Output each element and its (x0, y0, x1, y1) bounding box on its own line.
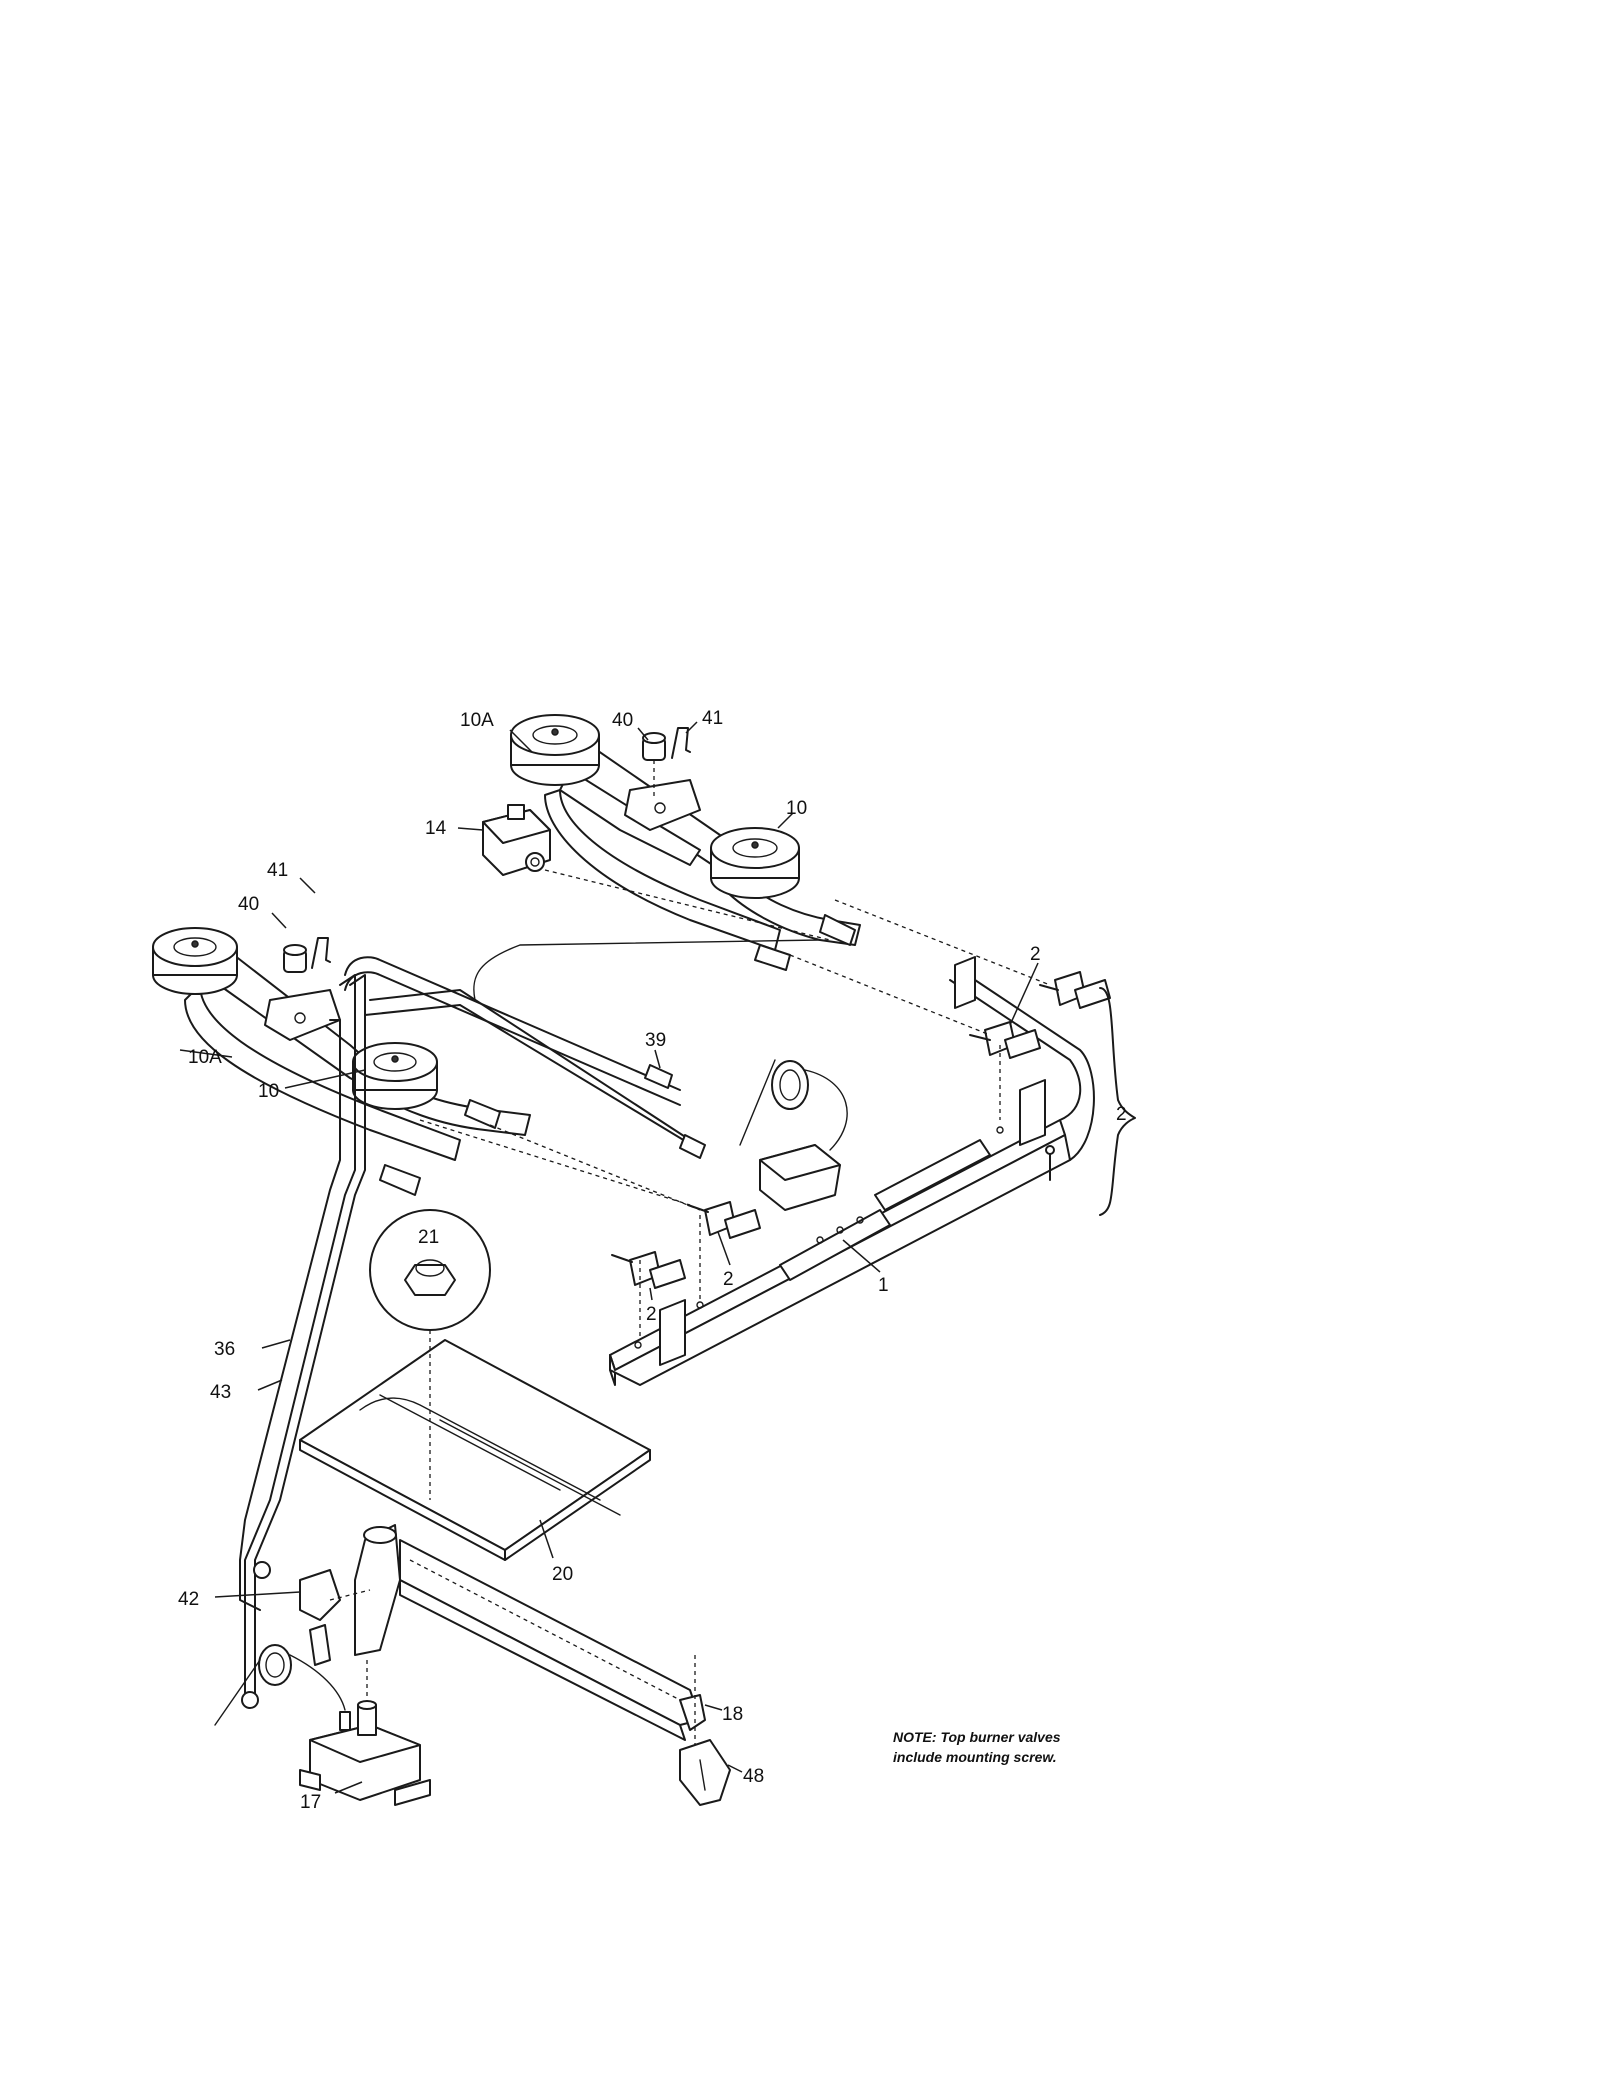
gas-tubing (239, 939, 821, 1701)
callout-21: 21 (418, 1227, 439, 1248)
callout-10A-top: 10A (460, 710, 494, 731)
callout-2-b: 2 (723, 1269, 734, 1290)
oven-thermostat-assembly (739, 1059, 848, 1211)
bracket-48 (679, 1739, 731, 1806)
bracket-42 (253, 1561, 371, 1666)
valve-front-2 (611, 1251, 686, 1289)
burner-baffle-20 (299, 1339, 651, 1561)
burner-head-10A-top (510, 714, 600, 786)
callout-20: 20 (552, 1564, 573, 1585)
oven-burner-18 (354, 1524, 706, 1760)
note-block: NOTE: Top burner valves include mounting… (893, 1729, 1061, 1765)
burner-head-10-top (710, 827, 800, 899)
rear-burner-assembly (510, 714, 861, 971)
valve-front-1 (687, 1201, 761, 1239)
callout-1: 1 (878, 1275, 889, 1296)
detail-circle-21 (369, 1209, 491, 1500)
callout-36: 36 (214, 1339, 235, 1360)
callout-17: 17 (300, 1792, 321, 1813)
front-burner-assembly (152, 927, 531, 1196)
callout-39: 39 (645, 1030, 666, 1051)
valve-right-2 (1039, 971, 1111, 1009)
burner-head-10-left (352, 1042, 438, 1110)
note-line-1: NOTE: Top burner valves (893, 1729, 1061, 1745)
callout-18: 18 (722, 1704, 743, 1725)
callout-2-a: 2 (1030, 944, 1041, 965)
callout-43: 43 (210, 1382, 231, 1403)
burner-valves-2 (611, 971, 1111, 1289)
callout-2-bracket: 2 (1116, 1104, 1127, 1125)
callout-41-left: 41 (267, 860, 288, 881)
callout-labels: 10A 40 41 10 14 41 40 10A 10 39 2 2 2 2 … (178, 708, 1127, 1813)
callout-10-left: 10 (258, 1081, 279, 1102)
pressure-regulator-14 (482, 804, 551, 876)
valve-right-1 (969, 1021, 1041, 1059)
callout-48: 48 (743, 1766, 764, 1787)
safety-valve-17 (214, 1644, 431, 1806)
burner-head-10A-left (152, 927, 238, 995)
callout-41-top: 41 (702, 708, 723, 729)
manifold-pipe-1 (609, 956, 1095, 1386)
leader-lines (179, 721, 1039, 1794)
callout-14: 14 (425, 818, 447, 839)
note-line-2: include mounting screw. (893, 1749, 1057, 1765)
callout-10A-left: 10A (188, 1047, 222, 1068)
callout-40-left: 40 (238, 894, 259, 915)
callout-40-top: 40 (612, 710, 633, 731)
alignment-lines (419, 869, 1051, 1340)
callout-10-top: 10 (786, 798, 807, 819)
callout-2-c: 2 (646, 1304, 657, 1325)
callout-42: 42 (178, 1589, 199, 1610)
